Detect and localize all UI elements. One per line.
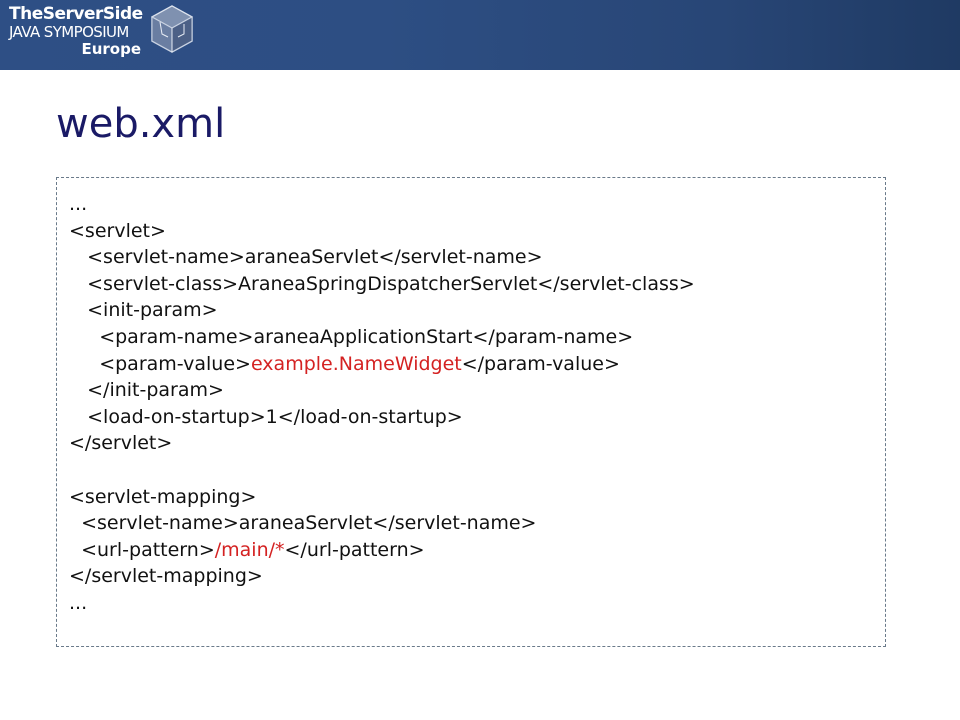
code-text: <servlet-mapping> [69, 485, 257, 508]
code-indent [69, 326, 99, 348]
code-line: <param-value>example.NameWidget</param-v… [69, 351, 695, 378]
code-indent [69, 299, 87, 321]
code-line: </servlet> [69, 430, 695, 457]
code-text: </param-value> [461, 352, 620, 375]
code-line: <servlet-mapping> [69, 484, 695, 511]
code-line: ... [69, 191, 695, 218]
code-indent [69, 273, 87, 295]
code-indent [69, 379, 87, 401]
code-line: <servlet-class>AraneaSpringDispatcherSer… [69, 271, 695, 298]
code-text: <url-pattern> [81, 538, 215, 561]
code-line [69, 457, 695, 484]
code-indent [69, 353, 99, 375]
code-text: <servlet-class>AraneaSpringDispatcherSer… [87, 272, 695, 295]
code-text: </url-pattern> [284, 538, 425, 561]
code-text: ... [69, 591, 88, 614]
code-indent [69, 539, 81, 561]
code-line: <servlet-name>araneaServlet</servlet-nam… [69, 510, 695, 537]
code-text: <servlet> [69, 219, 166, 242]
code-line: <servlet-name>araneaServlet</servlet-nam… [69, 244, 695, 271]
code-line: </init-param> [69, 377, 695, 404]
logo-line-1: TheServerSide [9, 4, 143, 24]
code-highlight-value: /main/* [214, 538, 285, 561]
code-line: <url-pattern>/main/*</url-pattern> [69, 537, 695, 564]
code-indent [69, 406, 87, 428]
code-indent [69, 246, 87, 268]
conference-logo: TheServerSide JAVA SYMPOSIUM Europe [9, 6, 147, 57]
code-highlight-value: example.NameWidget [250, 352, 462, 375]
code-indent [69, 512, 81, 534]
code-text: ... [69, 193, 88, 215]
code-line: <load-on-startup>1</load-on-startup> [69, 404, 695, 431]
code-line: ... [69, 590, 695, 617]
code-text: <load-on-startup>1</load-on-startup> [87, 405, 463, 428]
code-line: <servlet> [69, 218, 695, 245]
logo-line-3: Europe [81, 40, 141, 58]
code-block: ... <servlet> <servlet-name>araneaServlet… [56, 177, 886, 647]
code-lines: ... <servlet> <servlet-name>araneaServlet… [69, 191, 695, 617]
cube-logo-icon [150, 5, 194, 53]
header-bar: TheServerSide JAVA SYMPOSIUM Europe [0, 0, 960, 70]
code-text: <param-value> [99, 352, 251, 375]
code-line: </servlet-mapping> [69, 563, 695, 590]
code-text: <init-param> [87, 299, 218, 322]
code-text: </init-param> [87, 379, 224, 402]
code-text: <param-name>araneaApplicationStart</para… [99, 325, 634, 348]
code-text: </servlet-mapping> [69, 565, 263, 588]
code-text: </servlet> [69, 432, 173, 455]
slide-title: web.xml [56, 101, 226, 147]
code-text: <servlet-name>araneaServlet</servlet-nam… [81, 512, 537, 535]
code-line: <init-param> [69, 297, 695, 324]
code-text: <servlet-name>araneaServlet</servlet-nam… [87, 246, 543, 269]
code-line: <param-name>araneaApplicationStart</para… [69, 324, 695, 351]
logo-line-2: JAVA SYMPOSIUM [9, 23, 129, 41]
